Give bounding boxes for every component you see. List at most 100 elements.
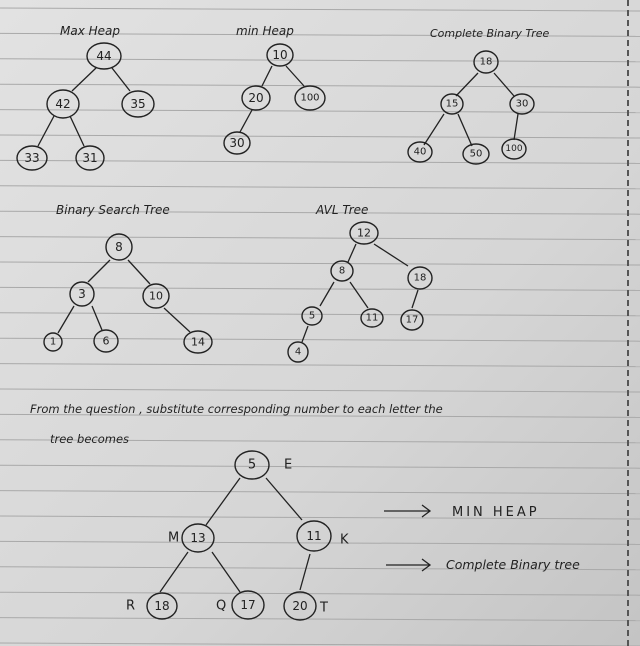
ruled-line <box>0 134 640 139</box>
node-label: 1 <box>50 337 56 348</box>
node-label: 100 <box>505 144 522 154</box>
edge <box>411 289 419 309</box>
edge <box>373 243 409 267</box>
tree-node <box>473 50 499 74</box>
ruled-line <box>0 32 640 37</box>
tree-node <box>93 329 119 353</box>
node-label: 20 <box>248 91 263 105</box>
node-label: 18 <box>154 599 169 613</box>
avl-title: AVL Tree <box>315 203 368 217</box>
node-label: 6 <box>103 335 110 348</box>
ruled-line <box>0 210 640 215</box>
node-label: 10 <box>272 48 287 62</box>
arrow-head <box>421 558 432 572</box>
node-letters: E M K R Q T <box>126 458 349 616</box>
node-label: 11 <box>306 529 321 543</box>
node-letter: M <box>168 531 179 546</box>
max-heap-title: Max Heap <box>60 24 120 38</box>
edge <box>159 551 189 593</box>
tree-edges <box>37 65 519 593</box>
node-label: 50 <box>470 149 483 160</box>
tree-node <box>501 138 527 160</box>
node-label: 31 <box>82 151 97 165</box>
edge <box>91 305 103 331</box>
tree-node <box>146 592 178 620</box>
tree-node <box>360 308 384 328</box>
node-label: 100 <box>300 93 319 104</box>
tree-node <box>16 145 48 171</box>
node-label: 30 <box>229 136 244 150</box>
edge <box>265 477 303 521</box>
tree-node <box>294 85 326 111</box>
edge <box>239 109 253 133</box>
min-heap-title: min Heap <box>236 24 294 38</box>
tree-node <box>46 89 80 119</box>
note-line-2: tree becomes <box>50 432 129 446</box>
conclusion-complete-binary-tree: Complete Binary tree <box>446 557 580 572</box>
edge <box>205 477 241 526</box>
ruled-line <box>0 286 640 291</box>
tree-node <box>349 221 379 245</box>
tree-node <box>287 341 309 363</box>
conclusions: MIN HEAP Complete Binary tree <box>446 505 580 572</box>
tree-node <box>301 306 323 326</box>
node-label: 8 <box>115 240 123 254</box>
node-label: 3 <box>78 287 86 301</box>
node-label: 35 <box>130 97 145 111</box>
edge <box>423 113 445 146</box>
edge <box>299 553 311 591</box>
tree-node <box>142 283 170 309</box>
ruled-line <box>0 464 640 469</box>
arrow-head <box>421 504 432 518</box>
node-label: 4 <box>295 347 301 358</box>
complete-binary-tree-title: Complete Binary Tree <box>430 27 550 40</box>
tree-node <box>400 309 424 331</box>
tree-node <box>121 90 155 118</box>
tree-node <box>440 93 464 115</box>
ruled-lines <box>0 7 640 646</box>
bst-title: Binary Search Tree <box>56 203 170 217</box>
note-line-1: From the question , substitute correspon… <box>30 402 443 416</box>
tree-node <box>266 43 294 67</box>
tree-node <box>69 281 95 307</box>
ruled-line <box>0 591 640 596</box>
section-titles: Max Heap min Heap Complete Binary Tree B… <box>56 24 550 217</box>
conclusion-min-heap: MIN HEAP <box>452 505 540 520</box>
ruled-line <box>0 109 640 114</box>
ruled-line <box>0 83 640 88</box>
ruled-line <box>0 439 640 444</box>
edge <box>163 307 191 333</box>
node-letter: E <box>284 458 292 473</box>
tree-node <box>234 450 270 480</box>
edge <box>319 281 335 307</box>
tree-node <box>223 131 251 155</box>
node-label: 42 <box>55 97 70 111</box>
tree-node <box>241 85 271 111</box>
node-labels: 44 42 35 33 31 10 20 100 30 18 15 30 40 … <box>24 48 528 613</box>
node-label: 5 <box>309 311 315 322</box>
ruled-line <box>0 337 640 342</box>
node-label: 12 <box>357 227 371 240</box>
tree-node <box>296 520 332 552</box>
node-letter: Q <box>216 599 226 614</box>
node-label: 44 <box>96 49 111 63</box>
edge <box>211 551 241 593</box>
edge <box>87 259 111 283</box>
edge <box>301 325 309 343</box>
ruled-line <box>0 363 640 368</box>
tree-node <box>283 591 317 621</box>
ruled-line <box>0 7 640 12</box>
edge <box>37 115 55 147</box>
edge <box>71 67 97 92</box>
tree-node <box>462 143 490 165</box>
edge <box>349 281 369 309</box>
node-label: 40 <box>414 147 427 158</box>
tree-node <box>407 266 433 290</box>
edge <box>513 113 519 141</box>
tree-node <box>330 260 354 282</box>
node-label: 14 <box>191 336 205 349</box>
tree-node <box>407 141 433 163</box>
ruled-line <box>0 312 640 317</box>
